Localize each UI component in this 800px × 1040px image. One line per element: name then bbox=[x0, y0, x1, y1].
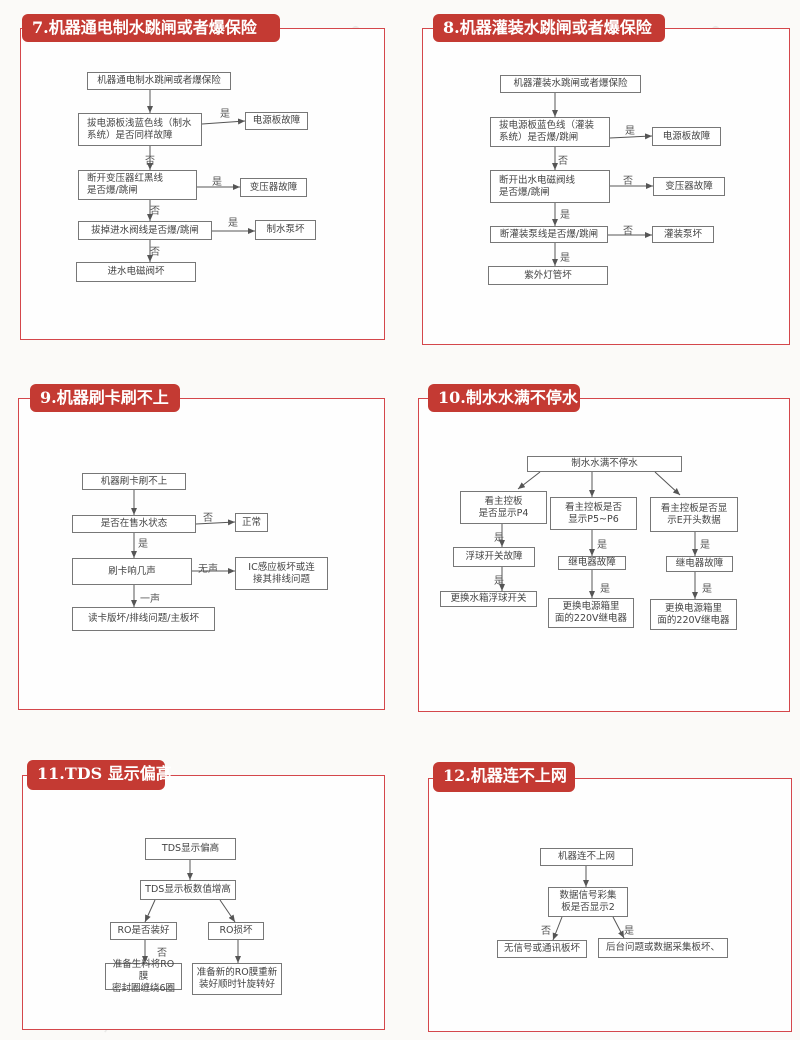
flowchart-node: 紫外灯管坏 bbox=[488, 266, 608, 285]
flowchart-node: 无信号或通讯板坏 bbox=[497, 940, 587, 958]
flowchart-node: 是否在售水状态 bbox=[72, 515, 196, 533]
edge-label: 否 bbox=[623, 176, 633, 187]
flowchart-node: 继电器故障 bbox=[558, 556, 626, 570]
flow-arrow bbox=[612, 916, 625, 939]
flow-arrow bbox=[201, 118, 246, 125]
edge-label: 是 bbox=[212, 177, 222, 188]
panel-title: 9.机器刷卡刷不上 bbox=[30, 384, 180, 412]
edge-label: 是 bbox=[228, 218, 238, 229]
edge-label: 是 bbox=[560, 210, 570, 221]
flowchart-node: 拔电源板蓝色线（灌装 系统）是否爆/跳闸 bbox=[490, 117, 610, 147]
flowchart-node: 准备新的RO膜重新 装好顺时针旋转好 bbox=[192, 963, 282, 995]
flowchart-node: 数据信号彩集 板是否显示2 bbox=[548, 887, 628, 917]
flowchart-node: 灌装泵坏 bbox=[652, 226, 714, 243]
edge-label: 是 bbox=[494, 576, 504, 587]
edge-label: 是 bbox=[702, 584, 712, 595]
flowchart-node: 更换水箱浮球开关 bbox=[440, 591, 537, 607]
flowchart-node: 制水水满不停水 bbox=[527, 456, 682, 472]
edge-label: 否 bbox=[623, 226, 633, 237]
flowchart-node: 断灌装泵线是否爆/跳闸 bbox=[490, 226, 608, 243]
flowchart-node: 读卡版坏/排线问题/主板坏 bbox=[72, 607, 215, 631]
flowchart-node: 机器连不上网 bbox=[540, 848, 633, 866]
panel-title: 8.机器灌装水跳闸或者爆保险 bbox=[433, 14, 665, 42]
flowchart-node: 正常 bbox=[235, 513, 268, 532]
flowchart-panel bbox=[18, 398, 385, 710]
flowchart-node: 机器刷卡刷不上 bbox=[82, 473, 186, 490]
flow-arrow bbox=[195, 519, 236, 526]
edge-label: 否 bbox=[558, 156, 568, 167]
flowchart-node: 制水泵坏 bbox=[255, 220, 316, 240]
flow-arrow bbox=[654, 471, 681, 496]
edge-label: 否 bbox=[203, 513, 213, 524]
flowchart-node: 断开变压器红黑线 是否爆/跳闸 bbox=[78, 170, 197, 200]
flowchart-node: 浮球开关故障 bbox=[453, 547, 535, 567]
flowchart-node: 电源板故障 bbox=[652, 127, 721, 146]
panel-title: 12.机器连不上网 bbox=[433, 762, 575, 792]
flowchart-node: 刷卡响几声 bbox=[72, 558, 192, 585]
edge-label: 否 bbox=[150, 206, 160, 217]
flow-arrow bbox=[517, 471, 541, 490]
edge-label: 否 bbox=[150, 247, 160, 258]
panel-title: 11.TDS 显示偏高 bbox=[27, 760, 172, 790]
flow-arrow bbox=[144, 899, 156, 923]
flow-arrow bbox=[552, 916, 563, 941]
flowchart-node: IC感应板坏或连 接其排线问题 bbox=[235, 557, 328, 590]
edge-label: 无声 bbox=[198, 564, 218, 575]
flowchart-node: 电源板故障 bbox=[245, 112, 308, 130]
edge-label: 一声 bbox=[140, 594, 160, 605]
edge-label: 是 bbox=[138, 539, 148, 550]
flowchart-node: RO损坏 bbox=[208, 922, 264, 940]
flowchart-node: 变压器故障 bbox=[653, 177, 725, 196]
edge-label: 是 bbox=[624, 926, 634, 937]
edge-label: 是 bbox=[700, 540, 710, 551]
edge-label: 是 bbox=[600, 584, 610, 595]
flowchart-node: TDS显示板数值增高 bbox=[140, 880, 236, 900]
flowchart-node: 继电器故障 bbox=[666, 556, 733, 572]
edge-label: 是 bbox=[597, 540, 607, 551]
flowchart-node: 更换电源箱里 面的220V继电器 bbox=[650, 599, 737, 630]
flowchart-node: 后台问题或数据采集板坏、 bbox=[598, 938, 728, 958]
edge-label: 否 bbox=[157, 948, 167, 959]
flowchart-node: 更换电源箱里 面的220V继电器 bbox=[548, 598, 634, 628]
flow-arrow bbox=[219, 899, 236, 923]
flowchart-node: 看主控板是否 显示P5~P6 bbox=[550, 497, 637, 530]
flowchart-node: 看主控板是否显 示E开头数据 bbox=[650, 497, 738, 532]
edge-label: 是 bbox=[625, 126, 635, 137]
flowchart-node: 机器通电制水跳闸或者爆保险 bbox=[87, 72, 231, 90]
edge-label: 否 bbox=[541, 926, 551, 937]
flowchart-node: 进水电磁阀坏 bbox=[76, 262, 196, 282]
flowchart-node: 拔电源板浅蓝色线（制水 系统）是否同样故障 bbox=[78, 113, 202, 146]
flowchart-node: 变压器故障 bbox=[240, 178, 307, 197]
flowchart-node: 看主控板 是否显示P4 bbox=[460, 491, 547, 524]
flowchart-node: 拔掉进水阀线是否爆/跳闸 bbox=[78, 221, 212, 240]
panel-title: 7.机器通电制水跳闸或者爆保险 bbox=[22, 14, 280, 42]
flow-arrow bbox=[609, 133, 653, 140]
panel-title: 10.制水水满不停水 bbox=[428, 384, 580, 412]
flowchart-node: RO是否装好 bbox=[110, 922, 177, 940]
flowchart-node: 机器灌装水跳闸或者爆保险 bbox=[500, 75, 641, 93]
edge-label: 是 bbox=[494, 533, 504, 544]
edge-label: 是 bbox=[560, 253, 570, 264]
flowchart-node: TDS显示偏高 bbox=[145, 838, 236, 860]
flowchart-node: 断开出水电磁阀线 是否爆/跳闸 bbox=[490, 170, 610, 203]
flowchart-node: 准备生料将RO膜 密封圈缠绕6圈 bbox=[105, 959, 182, 994]
edge-label: 是 bbox=[220, 109, 230, 120]
